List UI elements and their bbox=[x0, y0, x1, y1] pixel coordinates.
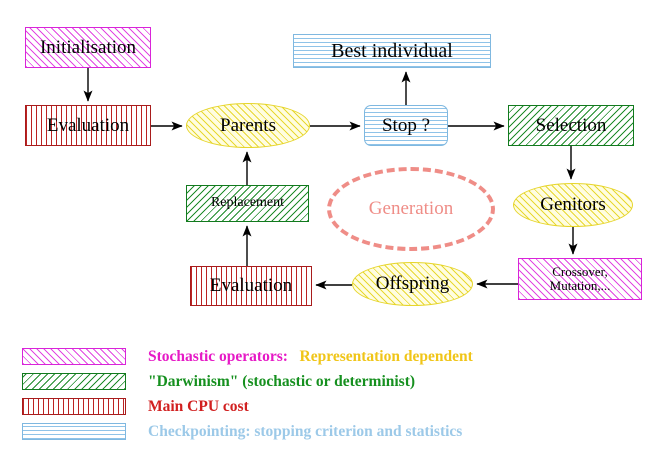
node-initialisation[interactable]: Initialisation bbox=[25, 27, 151, 68]
legend-row-0: Stochastic operators: Representation dep… bbox=[22, 344, 642, 369]
legend-label-1: "Darwinism" (stochastic or determinist) bbox=[148, 373, 415, 391]
generation-cycle-ellipse: Generation bbox=[327, 167, 495, 251]
node-selection[interactable]: Selection bbox=[508, 105, 634, 146]
legend-label-0: Stochastic operators: Representation dep… bbox=[148, 348, 473, 366]
node-label-best-individual: Best individual bbox=[331, 39, 453, 62]
legend-label-3-part-0: Checkpointing: stopping criterion and st… bbox=[148, 422, 463, 440]
legend-row-3: Checkpointing: stopping criterion and st… bbox=[22, 419, 642, 444]
node-offspring[interactable]: Offspring bbox=[352, 262, 473, 306]
node-replacement[interactable]: Replacement bbox=[186, 185, 309, 222]
legend-label-0-part-0: Stochastic operators: bbox=[148, 347, 288, 365]
node-parents[interactable]: Parents bbox=[186, 103, 310, 148]
legend-swatch-red-vertical-hatch bbox=[22, 398, 126, 415]
generation-label: Generation bbox=[368, 198, 454, 219]
node-best-individual[interactable]: Best individual bbox=[293, 34, 491, 68]
node-evaluation-top[interactable]: Evaluation bbox=[25, 105, 151, 146]
legend-label-3: Checkpointing: stopping criterion and st… bbox=[148, 423, 462, 441]
legend-row-2: Main CPU cost bbox=[22, 394, 642, 419]
node-label-evaluation-bottom: Evaluation bbox=[209, 275, 293, 297]
node-label-replacement: Replacement bbox=[210, 195, 285, 211]
node-label-selection: Selection bbox=[535, 114, 607, 136]
node-label-genitors: Genitors bbox=[540, 194, 606, 216]
node-label-initialisation: Initialisation bbox=[39, 36, 137, 58]
node-label-parents: Parents bbox=[220, 114, 276, 136]
node-evaluation-bottom[interactable]: Evaluation bbox=[190, 266, 312, 306]
node-label-evaluation-top: Evaluation bbox=[46, 114, 130, 136]
node-label-offspring: Offspring bbox=[375, 273, 450, 295]
legend-label-1-part-0: "Darwinism" (stochastic or determinist) bbox=[148, 372, 416, 390]
legend-swatch-blue-horizontal-hatch bbox=[22, 423, 126, 440]
legend: Stochastic operators: Representation dep… bbox=[22, 344, 642, 444]
node-genitors[interactable]: Genitors bbox=[513, 183, 633, 227]
legend-label-2-part-0: Main CPU cost bbox=[148, 397, 249, 415]
legend-row-1: "Darwinism" (stochastic or determinist) bbox=[22, 369, 642, 394]
node-label-crossover: Crossover, Mutation,... bbox=[549, 264, 611, 293]
legend-label-0-part-1: Representation dependent bbox=[287, 347, 473, 365]
node-stop[interactable]: Stop ? bbox=[364, 105, 448, 146]
legend-swatch-magenta-diagonal-hatch bbox=[22, 348, 126, 365]
legend-swatch-green-diagonal-hatch bbox=[22, 373, 126, 390]
legend-label-2: Main CPU cost bbox=[148, 398, 249, 416]
node-label-stop: Stop ? bbox=[381, 114, 431, 136]
node-crossover[interactable]: Crossover, Mutation,... bbox=[518, 258, 642, 300]
